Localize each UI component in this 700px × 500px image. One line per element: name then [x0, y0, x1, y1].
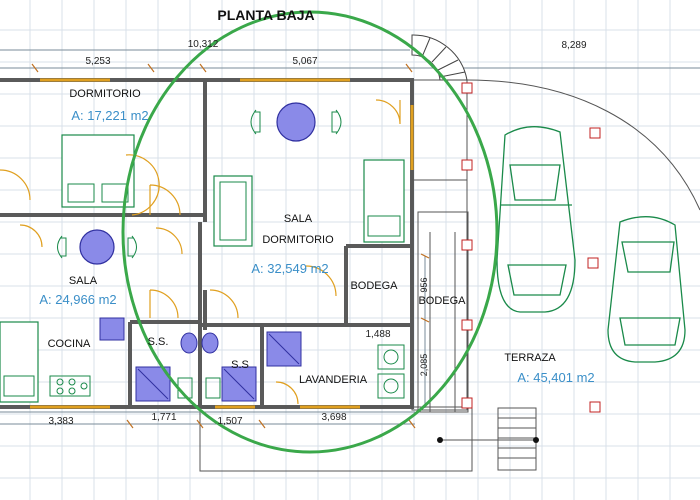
dim-bottom-1: 3,383 — [48, 416, 73, 427]
bathroom-fixtures — [135, 332, 257, 402]
plan-title: PLANTA BAJA — [217, 7, 314, 23]
dining-table-lower — [57, 229, 137, 265]
room-name-ss-1: S.S. — [148, 336, 169, 348]
dim-bottom-3: 1,507 — [217, 416, 242, 427]
room-name-terraza: TERRAZA — [504, 352, 556, 364]
bed-dormitorio — [61, 134, 135, 208]
dim-inner: 1,488 — [365, 329, 390, 340]
front-stair — [437, 407, 539, 471]
room-name-sala: SALA — [69, 275, 98, 287]
room-area-sala: A: 24,966 m2 — [39, 292, 116, 307]
bed-sala-dormitorio — [363, 159, 405, 243]
laundry-fixtures — [266, 331, 405, 399]
bottom-dimension-line — [0, 411, 416, 429]
highlight-ellipse — [121, 10, 499, 454]
room-name-sala-dorm-1: SALA — [284, 213, 313, 225]
room-name-bodega-1: BODEGA — [350, 280, 398, 292]
room-area-sala-dorm: A: 32,549 m2 — [251, 261, 328, 276]
room-name-sala-dorm-2: DORMITORIO — [262, 234, 334, 246]
dining-table-upper — [250, 102, 342, 142]
dim-top-2: 10,312 — [188, 39, 219, 50]
dim-bottom-2: 1,771 — [151, 412, 176, 423]
dim-vertical-1: 956 — [419, 277, 429, 292]
dim-vertical-2: 2,085 — [419, 354, 429, 377]
room-name-ss-2: S.S — [231, 359, 249, 371]
kitchen-fixtures — [49, 317, 125, 397]
room-name-cocina: COCINA — [48, 338, 91, 350]
doors — [0, 99, 401, 405]
room-area-dormitorio: A: 17,221 m2 — [71, 108, 148, 123]
sofa — [213, 175, 253, 247]
vertical-dimension-line — [420, 253, 430, 408]
room-name-dormitorio: DORMITORIO — [69, 88, 141, 100]
structural-columns — [461, 82, 601, 413]
dim-top-1: 5,253 — [85, 56, 110, 67]
dim-bottom-4: 3,698 — [321, 412, 346, 423]
car-small — [607, 216, 686, 363]
bed-sala — [0, 321, 39, 403]
room-area-terraza: A: 45,401 m2 — [517, 370, 594, 385]
room-name-bodega-2: BODEGA — [418, 295, 466, 307]
car-large — [496, 126, 576, 313]
room-name-lavanderia: LAVANDERIA — [299, 374, 368, 386]
windows — [30, 78, 414, 409]
dim-top-4: 8,289 — [561, 40, 586, 51]
dim-top-3: 5,067 — [292, 56, 317, 67]
terrace-boundary-arc — [466, 79, 700, 211]
